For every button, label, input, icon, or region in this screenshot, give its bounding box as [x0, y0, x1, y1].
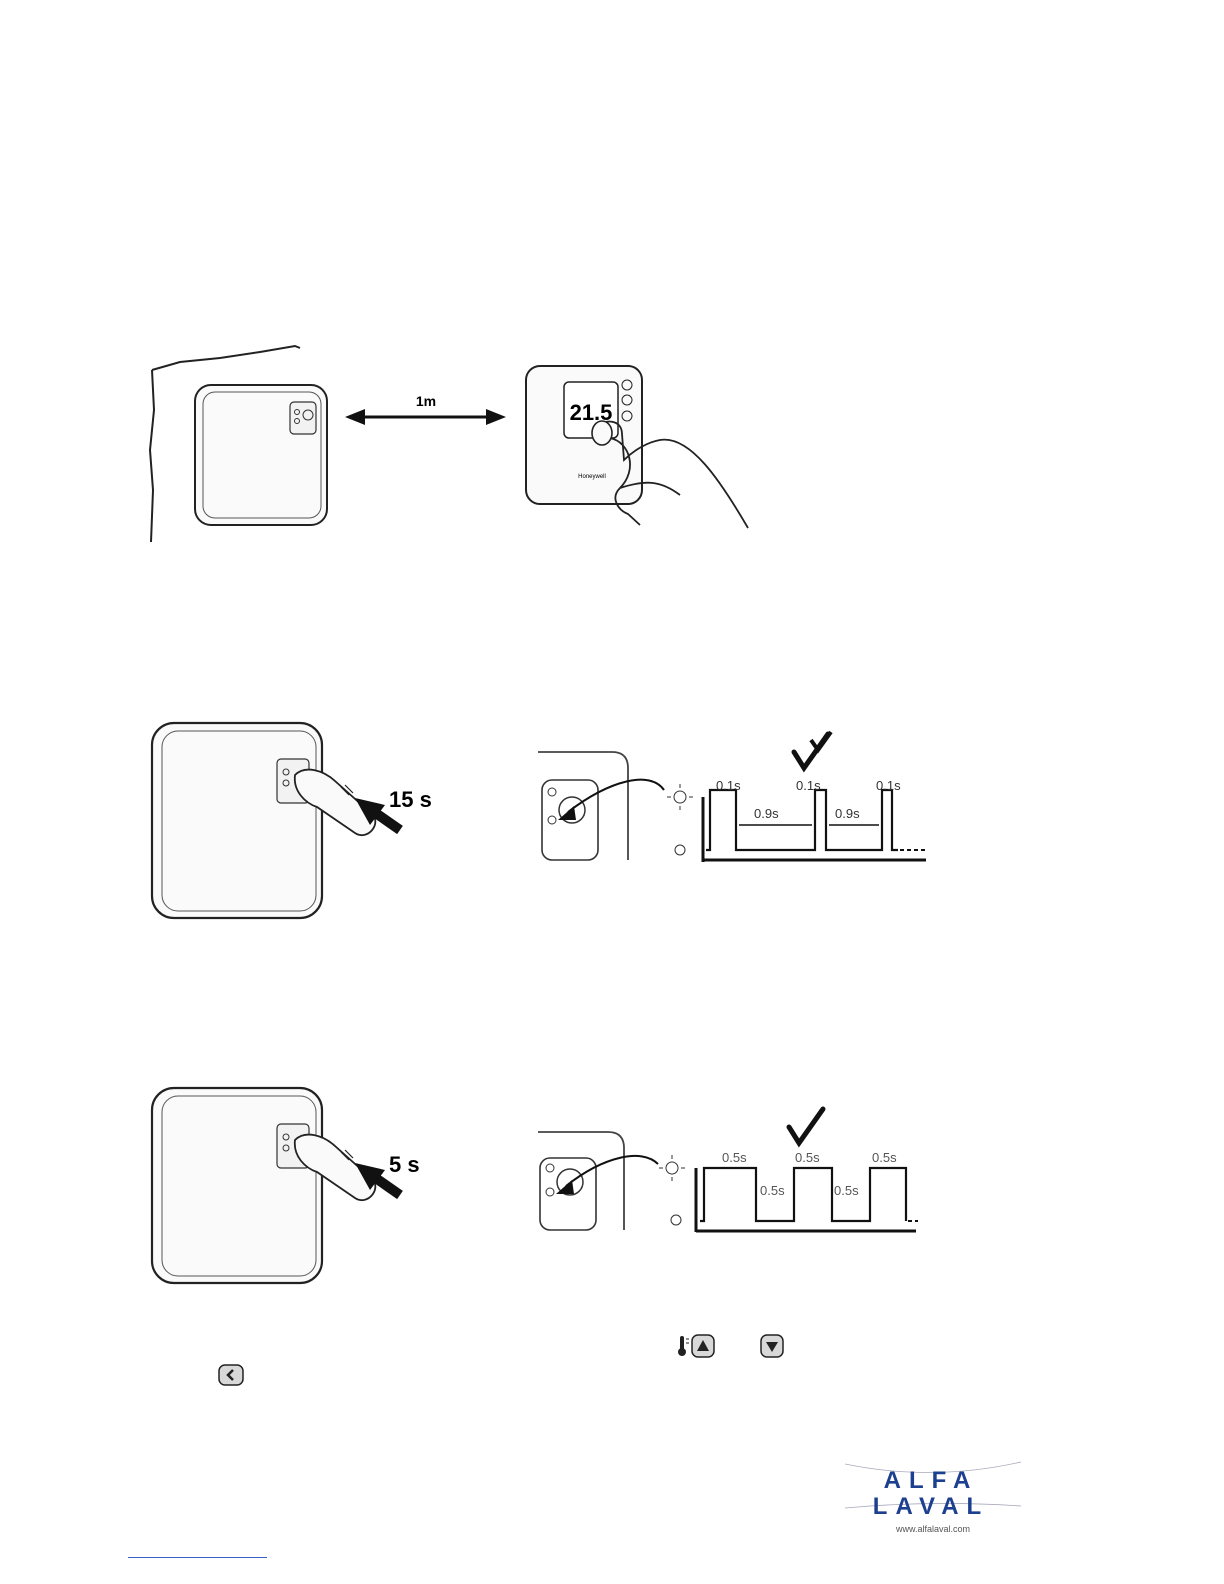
hold-time-label: 5 s	[389, 1152, 420, 1177]
logo-line-1: ALFA	[884, 1467, 979, 1494]
on-label: 0.5s	[722, 1150, 747, 1165]
back-button-icon	[217, 1363, 245, 1387]
pulse-label: 0.1s	[796, 778, 821, 793]
on-label: 0.5s	[872, 1150, 897, 1165]
light-off-icon	[675, 845, 685, 855]
on-label: 0.5s	[795, 1150, 820, 1165]
gap-label: 0.9s	[835, 806, 860, 821]
figure-blink-slow: 0.5s 0.5s 0.5s 0.5s 0.5s	[530, 1100, 930, 1240]
off-label: 0.5s	[834, 1183, 859, 1198]
logo-url: www.alfalaval.com	[895, 1524, 970, 1534]
receiver-box	[152, 1088, 322, 1283]
figure-pairing-distance: 1m 21.5 Honeywell	[140, 330, 780, 550]
pulse-label: 0.1s	[876, 778, 901, 793]
gap-label: 0.9s	[754, 806, 779, 821]
footer-link-underline	[128, 1557, 267, 1558]
down-button-icon	[759, 1333, 785, 1359]
figure-blink-fast: 0.1s 0.1s 0.1s 0.9s 0.9s	[530, 730, 930, 870]
alfa-laval-logo: ALFA LAVAL www.alfalaval.com	[843, 1460, 1023, 1538]
light-on-icon	[659, 1155, 685, 1181]
pulse-label: 0.1s	[716, 778, 741, 793]
figure-hold-15s: 15 s	[145, 715, 445, 925]
hold-time-label: 15 s	[389, 787, 432, 812]
check-mark-icon	[785, 1105, 829, 1149]
thermostat-brand: Honeywell	[578, 474, 606, 480]
receiver-box	[152, 723, 322, 918]
logo-line-2: LAVAL	[873, 1493, 989, 1520]
light-on-icon	[667, 784, 693, 810]
light-off-icon	[671, 1215, 681, 1225]
thermometer-up-button-icon	[676, 1333, 716, 1359]
distance-arrow	[345, 409, 506, 425]
off-label: 0.5s	[760, 1183, 785, 1198]
figure-hold-5s: 5 s	[145, 1080, 445, 1290]
distance-label: 1m	[416, 393, 436, 409]
check-mark-icon	[790, 730, 834, 774]
